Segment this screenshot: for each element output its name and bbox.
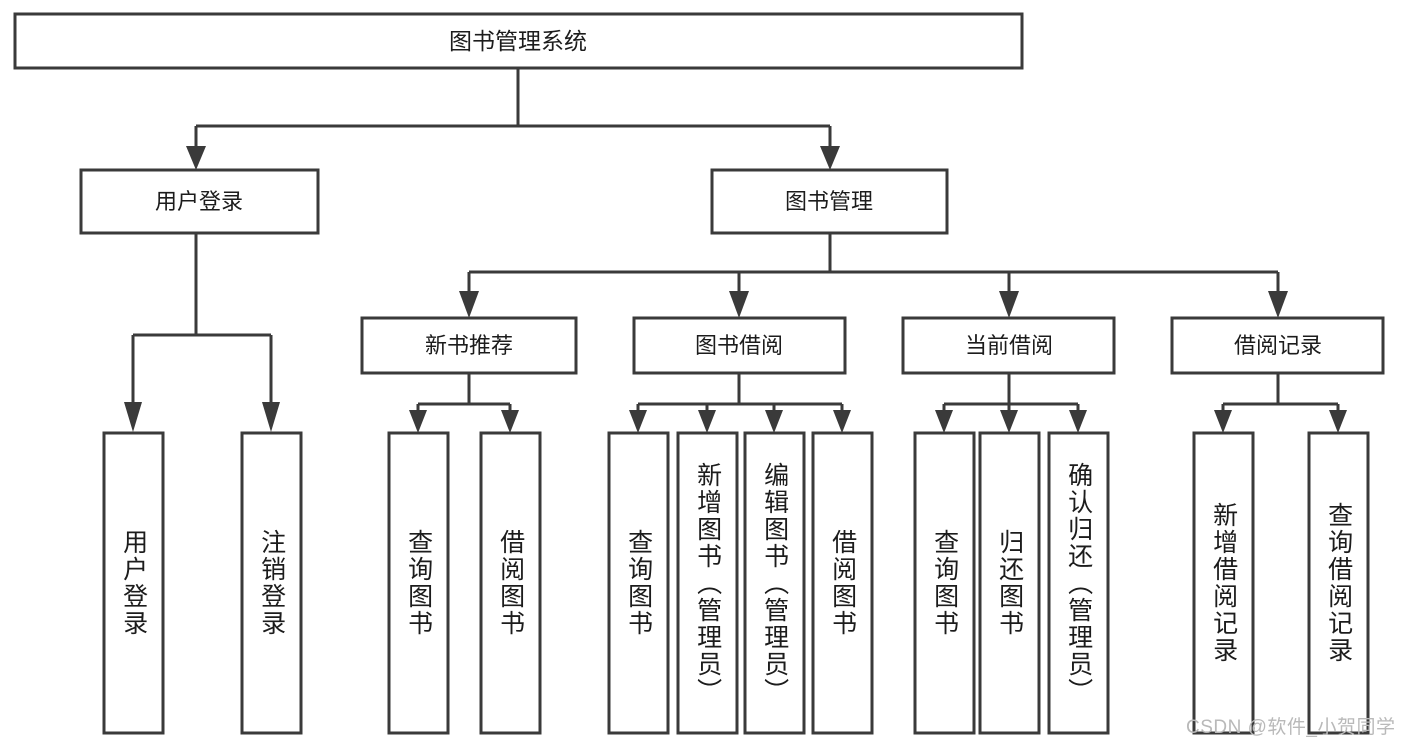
node-new-book-recommend-label: 新书推荐 (425, 333, 513, 358)
node-book-borrow-label: 图书借阅 (695, 333, 783, 358)
node-root-box[interactable] (13, 12, 1024, 70)
arrowhead-nbr-leaf-2 (501, 410, 519, 433)
node-leaf-add-record-box[interactable] (1192, 431, 1255, 735)
node-leaf-borrow-book-2-box[interactable] (811, 431, 874, 735)
node-leaf-confirm-return-box[interactable] (1047, 431, 1110, 735)
node-leaf-add-book-box[interactable] (676, 431, 739, 735)
node-current-borrow-box[interactable] (901, 316, 1116, 375)
node-user-login-label: 用户登录 (155, 189, 243, 214)
node-book-management-box[interactable] (710, 168, 949, 235)
arrowhead-leaf-user-logout (262, 402, 280, 432)
arrowhead-cb-leaf-1 (935, 410, 953, 433)
node-leaf-user-logout-box[interactable] (240, 431, 303, 735)
node-new-book-recommend-box[interactable] (360, 316, 578, 375)
arrowhead-bb-leaf-1 (629, 410, 647, 433)
arrowhead-book-borrow (729, 291, 749, 318)
arrowhead-leaf-user-login (124, 402, 142, 432)
node-leaf-edit-book-box[interactable] (743, 431, 806, 735)
arrowhead-book-management (820, 146, 840, 170)
arrowhead-br-leaf-1 (1214, 410, 1232, 433)
arrowhead-bb-leaf-2 (698, 410, 716, 433)
node-leaf-user-login-box[interactable] (102, 431, 165, 735)
node-borrow-record-box[interactable] (1170, 316, 1385, 375)
node-leaf-query-book-1-box[interactable] (387, 431, 450, 735)
arrowhead-user-login (186, 146, 206, 170)
arrowhead-current-borrow (999, 291, 1019, 318)
node-leaf-query-book-3-box[interactable] (913, 431, 976, 735)
connector-group (124, 68, 1347, 433)
csdn-watermark: CSDN @软件_小贺同学 (1186, 717, 1396, 738)
node-leaf-query-book-2-box[interactable] (607, 431, 670, 735)
node-leaf-borrow-book-1-box[interactable] (479, 431, 542, 735)
arrowhead-bb-leaf-3 (765, 410, 783, 433)
node-book-borrow-box[interactable] (632, 316, 847, 375)
arrowhead-cb-leaf-2 (1000, 410, 1018, 433)
arrowhead-new-book-recommend (459, 291, 479, 318)
arrowhead-nbr-leaf-1 (409, 410, 427, 433)
node-root-label: 图书管理系统 (449, 28, 587, 54)
arrowhead-br-leaf-2 (1329, 410, 1347, 433)
node-group: 图书管理系统 用户登录 图书管理 新书推荐 图书借阅 当前借阅 借阅记录 (13, 12, 1385, 735)
node-leaf-query-record-box[interactable] (1307, 431, 1370, 735)
arrowhead-borrow-record (1268, 291, 1288, 318)
node-borrow-record-label: 借阅记录 (1234, 333, 1322, 358)
node-user-login-box[interactable] (79, 168, 320, 235)
arrowhead-bb-leaf-4 (833, 410, 851, 433)
node-book-management-label: 图书管理 (785, 189, 873, 214)
arrowhead-cb-leaf-3 (1069, 410, 1087, 433)
node-current-borrow-label: 当前借阅 (965, 333, 1053, 358)
node-leaf-return-book-box[interactable] (978, 431, 1041, 735)
